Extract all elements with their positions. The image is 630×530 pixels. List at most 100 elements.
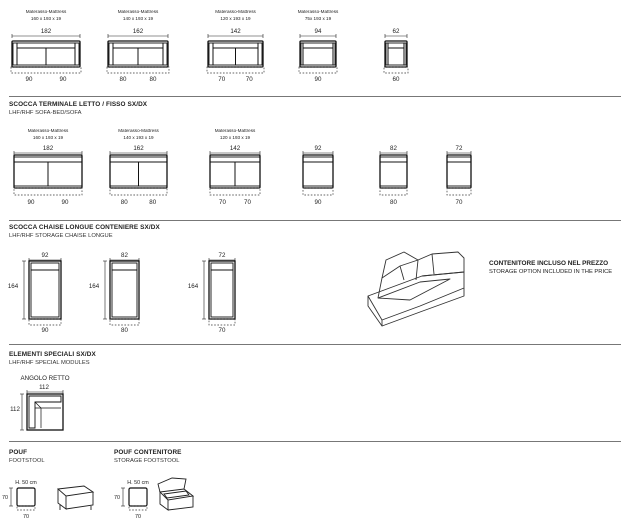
seat-depth-outline: [209, 187, 261, 196]
seat-width: 90: [315, 76, 322, 83]
sofa-module-arm: [403, 42, 407, 66]
pouf-storage-lid: [157, 477, 187, 493]
module-width: 162: [133, 145, 144, 152]
pouf-illustration: [56, 485, 95, 510]
pouf-storage-height: H. 50 cm: [127, 480, 149, 486]
storage-note-title: CONTENITORE INCLUSO NEL PREZZO: [489, 260, 609, 267]
sofa-module-frame: [302, 154, 334, 189]
module-width: 162: [133, 28, 144, 35]
mattress-label: Materasso-Mattress: [118, 128, 159, 133]
sofa-module-seat-cushion: [446, 161, 472, 187]
section-divider: [9, 441, 621, 442]
mattress-size: 160 x 193 x 19: [33, 135, 64, 140]
seat-width: 70: [246, 76, 253, 83]
storage-note: CONTENITORE INCLUSO NEL PREZZO STORAGE O…: [489, 260, 612, 275]
section-subtitle-pouf-storage: STORAGE FOOTSTOOL: [114, 458, 180, 464]
sofa-module-arm: [385, 42, 389, 66]
seat-width: 70: [219, 199, 226, 206]
chaise-seat: [210, 269, 234, 318]
lifted-seat-top: [381, 251, 419, 279]
section-title-special: ELEMENTI SPECIALI SX/DX: [9, 351, 96, 358]
seat-width: 90: [28, 199, 35, 206]
seat-width: 80: [120, 76, 127, 83]
module-depth: 164: [89, 283, 100, 290]
seat-width: 90: [26, 76, 33, 83]
sofa-module-arm: [12, 42, 18, 66]
sofa-module-frame: [379, 154, 408, 189]
pouf-height: H. 50 cm: [15, 480, 37, 486]
seat-width: 60: [393, 76, 400, 83]
mattress-label: Materasso-Mattress: [118, 9, 159, 14]
section-subtitle-terminal: LHF/RHF SOFA-BED/SOFA: [9, 110, 82, 116]
storage-chaise-illustration: [367, 251, 465, 327]
seat-depth-outline: [383, 66, 409, 74]
chaise-base-front: [381, 288, 465, 327]
seat-width: 90: [315, 199, 322, 206]
seat-depth-outline: [106, 66, 170, 74]
pouf-storage-box: [159, 488, 195, 501]
pouf-top-view: [16, 487, 36, 507]
section-divider: [9, 220, 621, 221]
seat-width: 80: [121, 327, 128, 334]
module-width: 82: [121, 252, 128, 259]
module-width: 72: [219, 252, 226, 259]
sofa-module-seat-cushion: [379, 161, 408, 187]
corner-width: 112: [39, 384, 49, 391]
pouf-sides: [57, 489, 94, 510]
seat-width: 80: [150, 76, 157, 83]
seat-depth-outline: [208, 318, 236, 326]
seat-depth-outline: [302, 187, 334, 196]
module-width: 182: [41, 28, 52, 35]
sofa-module-arm: [108, 42, 114, 66]
backrest: [417, 251, 465, 272]
section-subtitle-special: LHF/RHF SPECIAL MODULES: [9, 360, 90, 366]
seat-edge: [421, 271, 465, 277]
mattress-label: Materasso-Mattress: [298, 9, 339, 14]
pouf-storage-depth: 70: [114, 495, 120, 501]
mattress-label: Materasso-Mattress: [215, 9, 256, 14]
chaise-frame: [208, 260, 236, 320]
mattress-size: 75x 193 x 19: [305, 16, 332, 21]
sofa-module-arm: [257, 42, 263, 66]
corner-label: ANGOLO RETTO: [20, 375, 69, 382]
seat-width: 80: [121, 199, 128, 206]
pouf-depth: 70: [2, 495, 8, 501]
pouf-storage-sides: [159, 492, 194, 511]
sofa-module-frame: [299, 40, 337, 68]
section-subtitle-chaise: LHF/RHF STORAGE CHAISE LONGUE: [9, 233, 113, 239]
seat-depth-outline: [128, 505, 148, 511]
module-width: 62: [393, 28, 400, 35]
seat-depth-outline: [379, 187, 408, 196]
seat-width: 90: [42, 327, 49, 334]
storage-note-subtitle: STORAGE OPTION INCLUDED IN THE PRICE: [489, 269, 613, 275]
sofa-module-arm: [300, 42, 304, 66]
section-title-pouf-storage: POUF CONTENITORE: [114, 449, 182, 456]
module-width: 182: [43, 145, 54, 152]
pouf-top: [56, 485, 95, 497]
pouf-storage-width: 70: [135, 514, 141, 520]
seat-depth-outline: [109, 187, 168, 196]
seat-width: 80: [149, 199, 156, 206]
sofa-module-arm: [74, 42, 80, 66]
sofa-module-frame: [384, 40, 408, 68]
pouf-storage-cavity: [163, 490, 190, 499]
module-width: 142: [230, 28, 241, 35]
pouf-feet: [59, 505, 92, 510]
sofa-module-seat-cushion: [47, 161, 83, 187]
seat-width: 70: [244, 199, 251, 206]
section-title-chaise: SCOCCA CHAISE LONGUE CONTENIERE SX/DX: [9, 224, 160, 231]
sofa-module-seat-cushion: [302, 161, 334, 187]
mattress-label: Materasso-Mattress: [28, 128, 69, 133]
gas-spring: [399, 265, 405, 281]
seat-depth-outline: [28, 318, 62, 326]
seat-width: 70: [218, 76, 225, 83]
seat-depth-outline: [298, 66, 338, 74]
section-divider: [9, 96, 621, 97]
mattress-size: 120 x 193 x 19: [220, 135, 251, 140]
module-depth: 164: [8, 283, 19, 290]
module-width: 94: [315, 28, 322, 35]
mattress-label: Materasso-Mattress: [215, 128, 256, 133]
corner-frame: [26, 393, 64, 431]
sofa-module-arm: [208, 42, 214, 66]
